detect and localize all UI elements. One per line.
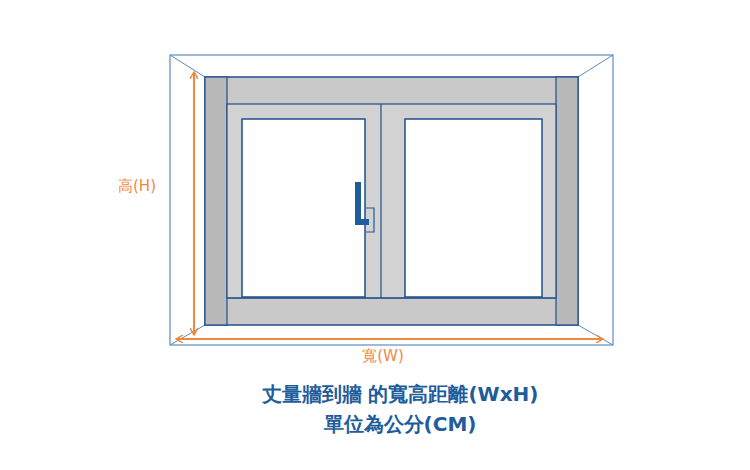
caption-line: 單位為公分(CM) xyxy=(324,411,477,438)
height-label: 高(H) xyxy=(116,177,158,196)
caption-line: 丈量牆到牆 的寬高距離(WxH) xyxy=(262,381,539,408)
width-label: 寬(W) xyxy=(360,347,406,366)
